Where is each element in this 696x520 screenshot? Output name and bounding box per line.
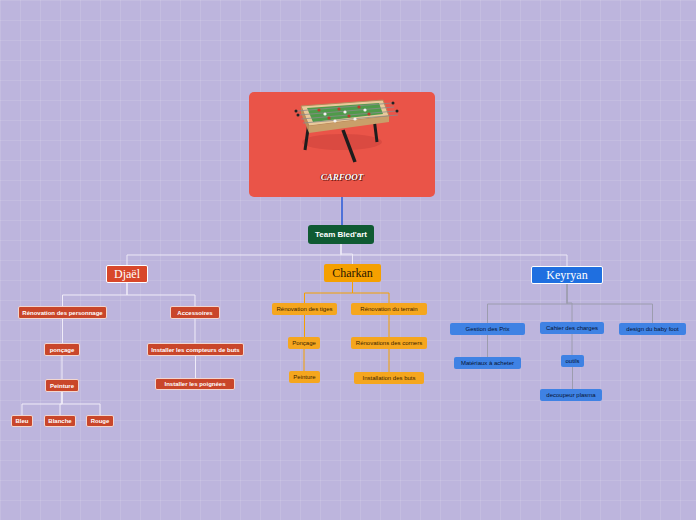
- task-box: decoupeur plasma: [540, 389, 602, 401]
- branch-line: [572, 367, 573, 389]
- task-box: Bleu: [11, 415, 33, 427]
- branch-line: [389, 315, 390, 337]
- node-label: Peinture: [50, 383, 74, 389]
- task-box: Installer les compteurs de buts: [147, 343, 244, 356]
- task-box: Gestion des Prix: [450, 323, 525, 335]
- node-label: Rouge: [91, 418, 110, 424]
- branch-line: [304, 349, 305, 371]
- branch-line: [567, 284, 653, 323]
- task-box: Matériaux à acheter: [454, 357, 521, 369]
- branch-box: Keyryan: [531, 266, 603, 284]
- node-label: Bleu: [15, 418, 28, 424]
- node-label: outils: [565, 358, 579, 364]
- task-box: Peinture: [289, 371, 320, 383]
- node-label: Cahier des charges: [546, 325, 598, 331]
- task-box: Rénovations des corners: [351, 337, 427, 349]
- node-label: Rénovations des corners: [356, 340, 422, 346]
- task-box: Ponçage: [288, 337, 320, 349]
- node-label: decoupeur plasma: [546, 392, 595, 398]
- node-label: Matériaux à acheter: [461, 360, 514, 366]
- node-label: Installer les poignées: [164, 381, 225, 387]
- task-box: Rénovation des tiges: [272, 303, 337, 315]
- task-box: Accessoires: [170, 306, 220, 319]
- node-label: Peinture: [293, 374, 315, 380]
- node-label: Accessoires: [177, 310, 212, 316]
- node-label: Keyryan: [546, 268, 587, 283]
- branch-line: [62, 319, 63, 343]
- title-text: CARFOOT: [249, 172, 435, 182]
- branch-line: [572, 334, 573, 355]
- branch-line: [341, 244, 353, 264]
- node-label: Rénovation des personnage: [22, 310, 102, 316]
- branch-line: [127, 244, 341, 265]
- node-label: Charkan: [332, 266, 373, 281]
- task-box: outils: [561, 355, 584, 367]
- title-card: CARFOOT: [249, 92, 435, 197]
- branch-line: [488, 284, 568, 323]
- branch-line: [389, 349, 390, 372]
- task-box: Rénovation des personnage: [18, 306, 107, 319]
- group-box: Team Bled'art: [308, 225, 374, 244]
- node-label: Ponçage: [292, 340, 316, 346]
- node-label: Team Bled'art: [315, 230, 367, 239]
- node-label: Installation des buts: [362, 375, 415, 381]
- branch-line: [195, 356, 196, 378]
- node-label: Installer les compteurs de buts: [151, 347, 239, 353]
- branch-line: [195, 319, 196, 343]
- task-box: Blanche: [44, 415, 76, 427]
- task-box: design du baby foot: [619, 323, 686, 335]
- branch-box: Charkan: [324, 264, 381, 282]
- branch-line: [567, 284, 572, 322]
- task-box: Installer les poignées: [155, 378, 235, 390]
- branch-line: [22, 392, 62, 415]
- task-box: ponçage: [44, 343, 80, 356]
- node-label: Djaël: [114, 267, 140, 282]
- branch-line: [304, 315, 305, 337]
- node-label: Rénovation du terrain: [360, 306, 417, 312]
- task-box: Rénovation du terrain: [351, 303, 427, 315]
- branch-line: [487, 335, 488, 357]
- node-label: ponçage: [50, 347, 75, 353]
- branch-line: [341, 197, 343, 225]
- task-box: Peinture: [45, 379, 79, 392]
- node-label: Blanche: [48, 418, 71, 424]
- branch-line: [62, 392, 100, 415]
- branch-line: [62, 356, 63, 379]
- task-box: Installation des buts: [354, 372, 424, 384]
- node-label: design du baby foot: [626, 326, 678, 332]
- branch-line: [63, 283, 128, 306]
- node-label: Gestion des Prix: [465, 326, 509, 332]
- branch-line: [341, 244, 567, 266]
- task-box: Rouge: [86, 415, 114, 427]
- branch-line: [127, 283, 195, 306]
- task-box: Cahier des charges: [540, 322, 604, 334]
- branch-box: Djaël: [106, 265, 148, 283]
- branch-line: [305, 282, 353, 303]
- node-label: Rénovation des tiges: [276, 306, 332, 312]
- branch-line: [353, 282, 390, 303]
